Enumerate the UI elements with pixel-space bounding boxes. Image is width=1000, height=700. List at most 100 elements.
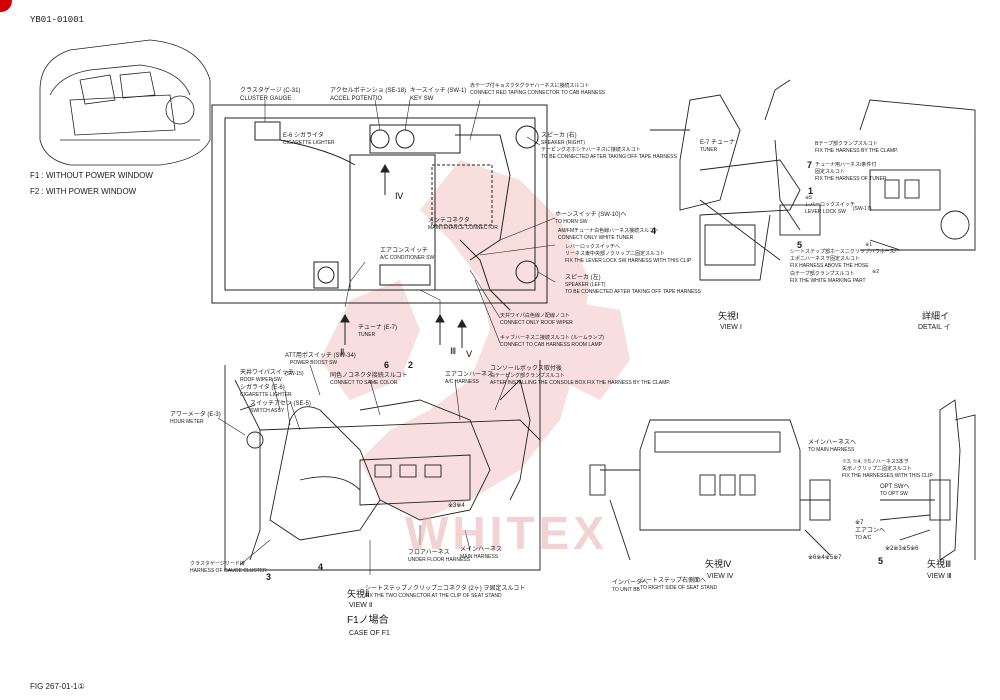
switch-assy-jp: スイッチアセン (SE-5) — [250, 401, 311, 407]
view-iv-marks: ※6※4※5※7 — [808, 555, 842, 561]
arrow-iv-label: Ⅳ — [395, 191, 404, 201]
legend-f2: F2 : WITH POWER WINDOW — [30, 187, 137, 196]
arrow-ii-label: Ⅱ — [340, 347, 345, 357]
arrow-iii-label: Ⅲ — [450, 346, 457, 356]
view-i-num-1: 1 — [808, 186, 814, 196]
roof-wiper-jp: 天井ワイパ白色線ノ配線ノコト — [500, 313, 570, 319]
cigarette-en: CIGARETTE LIGHTER — [283, 140, 335, 146]
seat-stand-en: FIX THE TWO CONNECTOR AT THE CLIP OF SEA… — [365, 593, 502, 599]
view-iii-opt-jp: OPT SWへ — [880, 484, 910, 490]
main-jp: メインハーネス — [460, 547, 503, 553]
view-iv-title-jp: 矢視Ⅳ — [705, 559, 732, 569]
view-iv-seat-side-en: TO RIGHT SIDE OF SEAT STAND — [640, 585, 718, 591]
switch-assy-en: SWITCH ASSY — [250, 408, 285, 414]
horn-sw-jp: ホーンスイッチ (SW-10)へ — [555, 212, 627, 218]
speaker-right-note-jp: テーピングオホシテハーネスに接続スルコト — [541, 147, 641, 153]
harness-note-jp: 赤テープ付キョスクタグラヤハーネスに接続スルコト — [470, 83, 590, 89]
view-ii-title-en: VIEW Ⅱ — [349, 602, 373, 609]
key-sw-en: KEY SW — [410, 96, 434, 102]
view-ii-num-3: 3 — [266, 572, 272, 582]
console-jp: コンソールボックス取付後 — [490, 366, 562, 372]
view-i-num-5: 5 — [797, 240, 803, 250]
view-iv-unit-jp: インバータへ — [612, 580, 649, 586]
att-sw-jp: ATT用ポスイッチ (SW-34) — [285, 353, 356, 359]
aircon-sw-en: A/C CONDITIONER SW — [380, 255, 435, 261]
speaker-left-en: SPEAKER (LEFT) — [565, 282, 606, 288]
same-color-en: CONNECT TO SAME COLOR — [330, 380, 398, 386]
view-iii-aircon-en: TO A/C — [855, 535, 872, 541]
room-lamp-en: CONNECT TO CAB HARNESS ROOM LAMP — [500, 342, 602, 348]
view-i-x1: ※1 — [865, 242, 872, 248]
view-i-num-4: 4 — [651, 226, 657, 236]
case-f1-jp: F1ノ場合 — [347, 615, 389, 626]
watermark-text: WHITEX — [405, 507, 608, 559]
view-ii-num-2: 2 — [408, 360, 414, 370]
accel-en: ACCEL POTENTIO — [330, 96, 383, 102]
speaker-right-jp: スピーカ (右) — [541, 133, 577, 139]
lever-lock-note: リーネス東中央部ノクリップニ固定スルコト — [565, 251, 665, 257]
horn-sw-en: TO HORN SW — [555, 219, 588, 225]
cig-en: CIGARETTE LIGHTER — [240, 392, 292, 398]
cluster-gauge-en: CLUSTER GAUGE — [240, 96, 292, 102]
view-ii-title-jp: 矢視Ⅱ — [347, 589, 370, 599]
view-i-b-tape-jp: Bテープ部クランプスルコト — [815, 141, 878, 147]
view-ii-num-4: 4 — [318, 562, 324, 572]
hour-meter-en: HOUR METER — [170, 419, 204, 425]
view-iii-title-jp: 矢視Ⅲ — [927, 559, 952, 569]
detail-i-drawing — [859, 99, 976, 251]
view-iii-aircon-jp: エアコンへ — [855, 528, 886, 534]
view-i-tuner-harness-en: FIX THE HARNESS OF TUNER — [815, 176, 887, 182]
figure-ref: FIG 267-01-1① — [30, 682, 85, 691]
main-en: MAIN HARNESS — [460, 554, 499, 560]
view-iii-drawing — [879, 399, 976, 561]
view-iv-drawing — [589, 419, 831, 561]
maint-jp: メンテコネクタ — [428, 218, 470, 224]
tuner-jp: チューナ (E-7) — [358, 325, 398, 331]
view-iv-title-en: VIEW Ⅳ — [707, 573, 734, 580]
lever-lock-jp: レバーロックスイッチへ — [565, 244, 620, 250]
case-f1-en: CASE OF F1 — [349, 630, 390, 637]
view-i-white-tape-jp: 白テープ部クランプスルコト — [790, 271, 855, 277]
view-i-drawing — [650, 79, 821, 281]
am-fm-en: CONNECT ONLY WHITE TUNER — [558, 235, 634, 241]
view-i-title-en: VIEW Ⅰ — [720, 324, 742, 331]
att-sw-en: POWER BOOST SW — [290, 360, 338, 366]
floor-en: UNDER FLOOR HARNESS — [408, 557, 470, 563]
wiper-sw-jp: 天井ワイパスイッチ — [240, 370, 294, 376]
view-i-tuner-harness-jp: チューナ用ハーネス/条件付 — [815, 162, 877, 168]
view-i-lever-jp: レバーロックスイッチ — [805, 202, 855, 208]
view-iv-unit-en: TO UNIT BB — [612, 587, 640, 593]
seat-stand-jp: シートステップノクリップニコネクタ (2ヶ) ヲ固定スルコト — [365, 586, 526, 592]
gauge-cluster-en: HARNESS OF GAUGE CLUSTER — [190, 568, 267, 574]
detail-i-title-en: DETAIL イ — [918, 324, 951, 331]
aircon-sw-jp: エアコンスイッチ — [380, 248, 428, 254]
view-i-white-tape-en: FIX THE WHITE MARKING PART — [790, 278, 866, 284]
speaker-right-en: SPEAKER (RIGHT) — [541, 140, 585, 146]
maint-en: MAINTENANCE CONNECTOR — [428, 225, 498, 231]
lever-lock-en: FIX THE LEVER LOCK SW HARNESS WITH THIS … — [565, 258, 692, 264]
view-iii-num-5: 5 — [878, 556, 884, 566]
view-iv-main-harness-jp: メインハーネスへ — [808, 440, 857, 446]
view-iii-opt-en: TO OPT SW — [880, 491, 908, 497]
wiper-sw-en: ROOF WIPER SW — [240, 377, 282, 383]
view-i-title-jp: 矢視Ⅰ — [718, 311, 739, 321]
same-color-jp: 同色ノコネクタ接続スルコト — [330, 373, 408, 379]
view-iii-title-en: VIEW Ⅲ — [927, 573, 952, 580]
view-i-x2: ※2 — [872, 269, 879, 275]
view-i-tuner: E-7 チューナ — [700, 140, 736, 146]
roof-wiper-en: CONNECT ONLY ROOF WIPER — [500, 320, 573, 326]
view-ii-marks: ※3※4 — [448, 503, 465, 509]
view-i-lever-en: LEVER LOCK SW — [805, 209, 846, 215]
machine-sketch — [39, 39, 211, 166]
key-sw-jp: キースイッチ (SW-1) — [410, 88, 467, 94]
floor-jp: フロアハーネス — [408, 550, 450, 556]
cluster-gauge-jp: クラスタゲージ (C-31) — [240, 88, 301, 94]
view-ii-drawing — [224, 360, 541, 571]
view-i-num-7: 7 — [807, 160, 813, 170]
view-i-r5: ※5 — [805, 195, 812, 201]
gauge-cluster-jp: クラスタゲージリード線 — [190, 561, 245, 567]
aircon-harness-jp: エアコンハーネス — [445, 372, 494, 378]
view-iii-marks: ※2※3※5※6 — [885, 546, 919, 552]
view-i-tuner-en: TUNER — [700, 147, 718, 153]
